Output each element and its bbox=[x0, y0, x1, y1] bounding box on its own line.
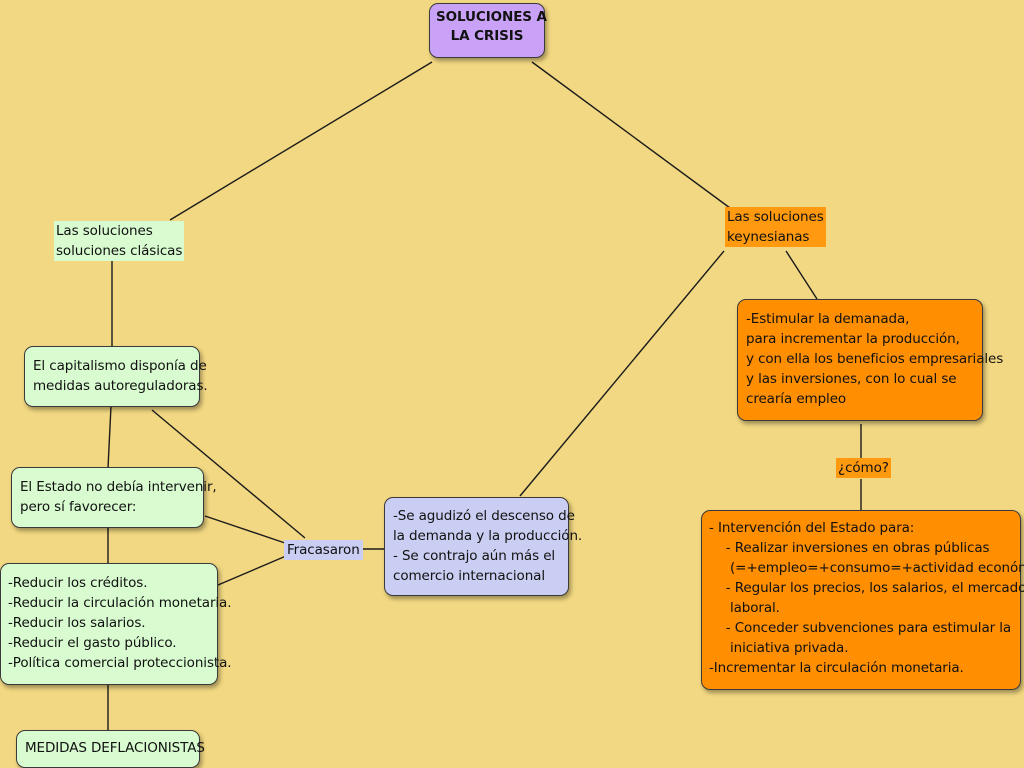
deflationary-measures-box[interactable]: -Reducir los créditos. -Reducir la circu… bbox=[0, 563, 232, 685]
stimulate-demand-box[interactable]: -Estimular la demanada, para incrementar… bbox=[737, 299, 1003, 421]
self-regulating-box[interactable]: El capitalismo disponía de medidas autor… bbox=[24, 346, 208, 407]
connector-measures-to-failure bbox=[217, 555, 287, 586]
failure-effects-box[interactable]: -Se agudizó el descenso de la demanda y … bbox=[384, 497, 582, 596]
state-intervention-box[interactable]: - Intervención del Estado para: - Realiz… bbox=[701, 510, 1024, 690]
how-label[interactable]: ¿cómo? bbox=[836, 458, 891, 478]
keynesian-solutions-label[interactable]: Las soluciones keynesianas bbox=[725, 207, 826, 247]
connector-effects-to-keynesian bbox=[519, 250, 725, 497]
deflationary-policy-box[interactable]: MEDIDAS DEFLACIONISTAS bbox=[16, 730, 205, 768]
failure-label[interactable]: Fracasaron bbox=[284, 540, 363, 560]
connector-self-regulating-to-state-role bbox=[107, 405, 112, 469]
classic-solutions-label[interactable]: Las soluciones soluciones clásicas bbox=[54, 221, 185, 261]
connector-root-to-classic bbox=[169, 61, 433, 221]
connector-self-regulating-to-failure bbox=[151, 409, 306, 539]
state-role-box[interactable]: El Estado no debía intervenir, pero sí f… bbox=[11, 467, 217, 528]
connector-state-role-to-failure bbox=[204, 515, 286, 544]
root-topic[interactable]: SOLUCIONES A LA CRISIS bbox=[429, 3, 547, 58]
connector-keynesian-to-goal bbox=[785, 250, 818, 300]
connector-root-to-keynesian bbox=[531, 61, 731, 209]
